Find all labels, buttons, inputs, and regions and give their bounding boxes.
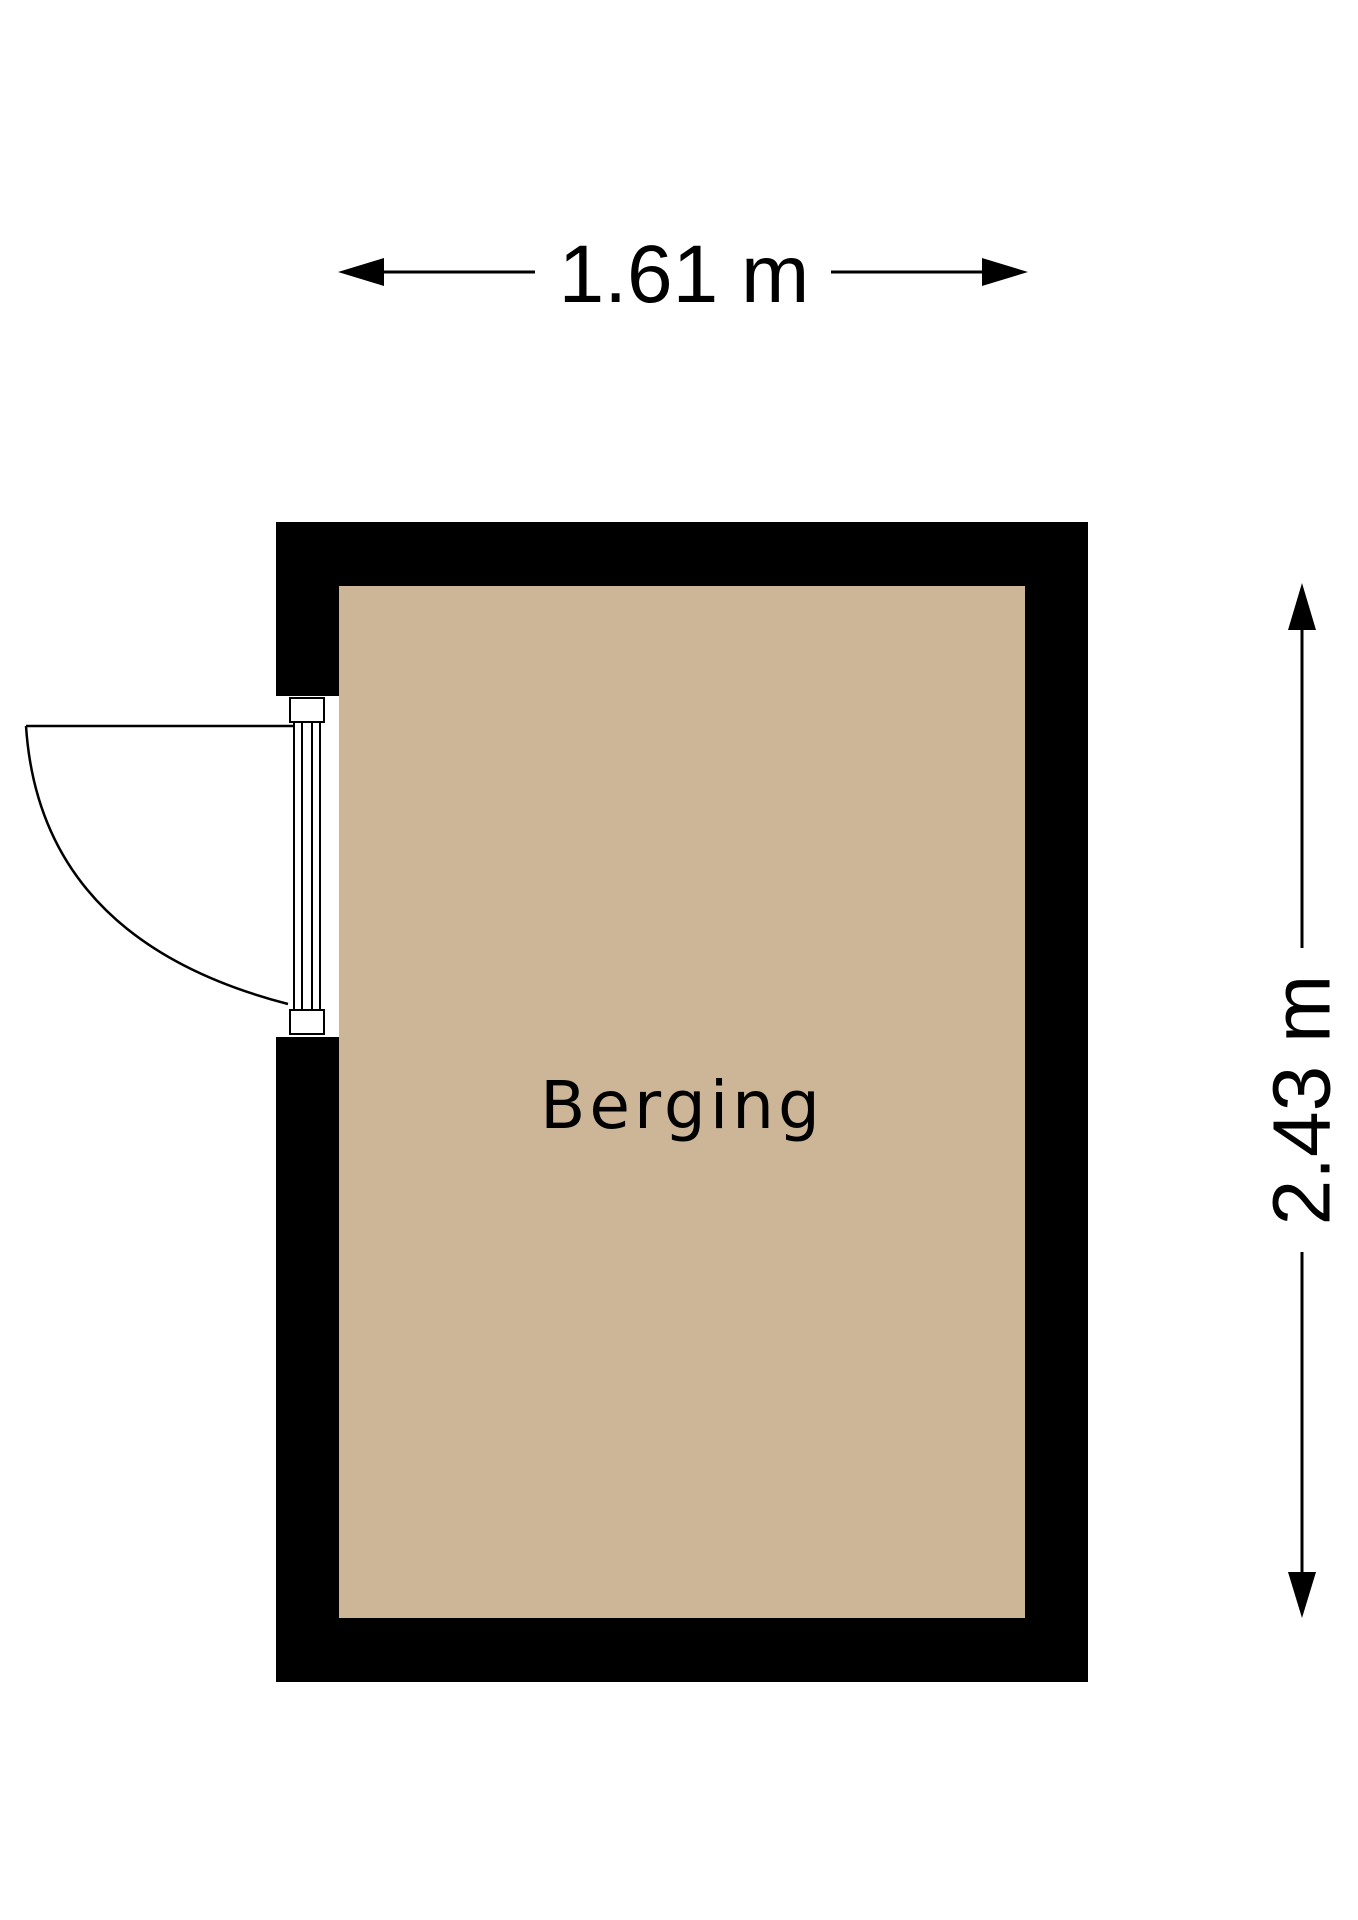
room-floor <box>339 586 1025 1618</box>
width-arrow-right-icon <box>982 258 1028 286</box>
door-leaf <box>293 721 321 1011</box>
wall-top <box>276 522 1088 586</box>
width-dimension: 1.61 m <box>338 229 1028 320</box>
door-frame <box>289 697 325 1035</box>
height-dimension: 2.43 m <box>1257 583 1348 1618</box>
wall-right <box>1025 522 1088 1682</box>
wall-left-lower <box>276 1037 339 1682</box>
door-swing <box>24 724 294 1006</box>
height-arrow-bottom-icon <box>1288 1572 1316 1618</box>
door-jamb-top <box>289 697 325 723</box>
room-label: Berging <box>540 1067 824 1144</box>
door-swing-arc <box>24 725 289 1006</box>
walls <box>276 522 1088 1682</box>
width-arrow-left-icon <box>338 258 384 286</box>
height-arrow-top-icon <box>1288 583 1316 630</box>
wall-left-upper <box>276 522 339 696</box>
door-jamb-bottom <box>289 1009 325 1035</box>
height-dimension-label: 2.43 m <box>1257 975 1348 1226</box>
wall-bottom <box>276 1618 1088 1682</box>
width-dimension-label: 1.61 m <box>559 229 810 320</box>
